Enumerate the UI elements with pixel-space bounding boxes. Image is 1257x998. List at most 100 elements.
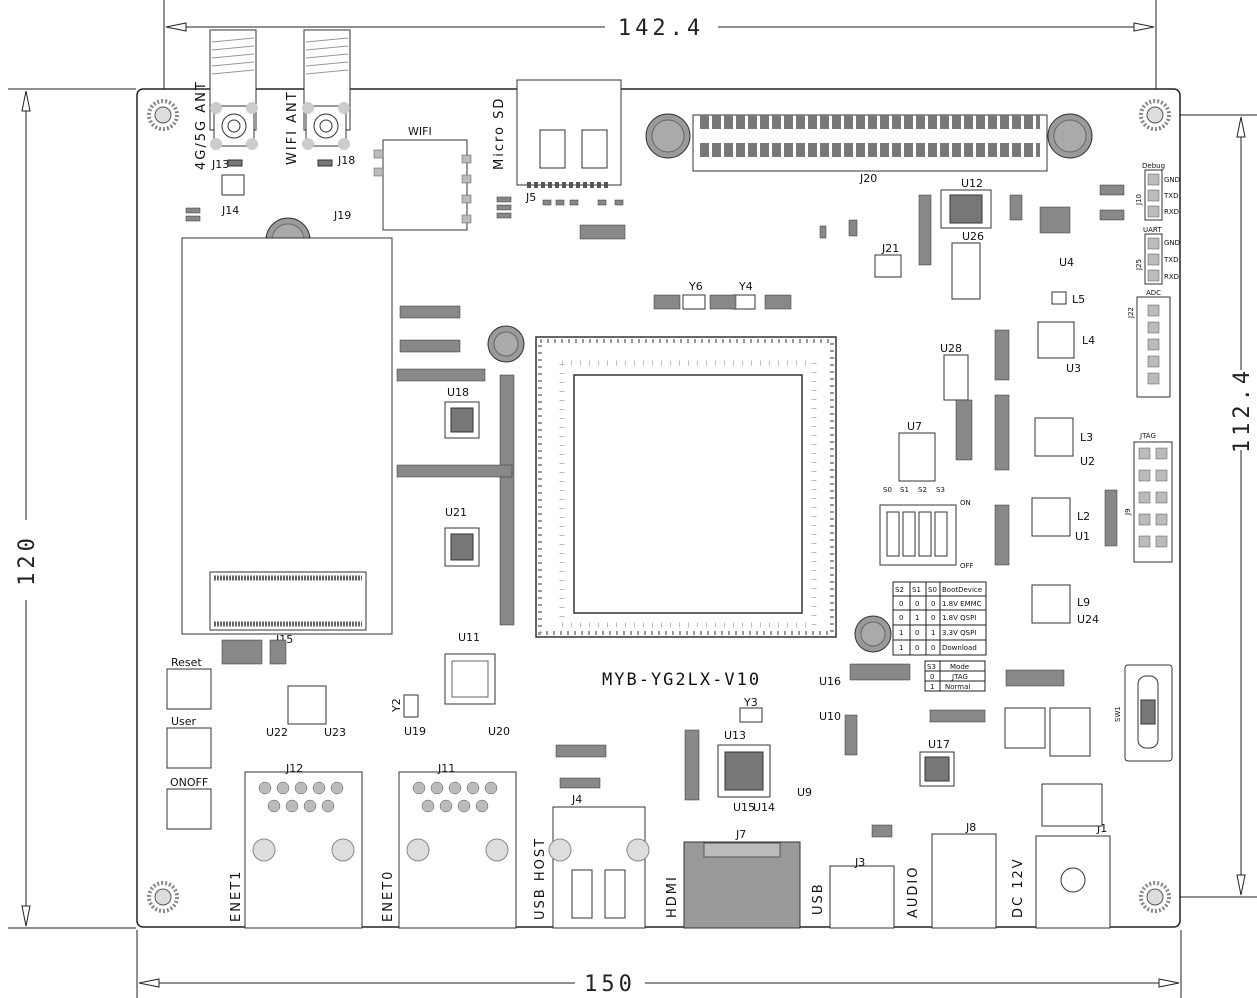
ic-u26 — [951, 242, 981, 300]
ethernet-jack-j11 — [398, 771, 517, 929]
boot-header-device: BootDevice — [942, 586, 982, 594]
boot-header-s0: S0 — [928, 586, 937, 594]
boot-cell: 1 — [899, 629, 903, 637]
boot-cell: 0 — [899, 600, 903, 608]
mounting-hole-br — [1139, 881, 1171, 913]
ethernet-jack-j12 — [244, 771, 363, 929]
designator-y6: Y6 — [688, 280, 703, 293]
designator-u11: U11 — [458, 631, 480, 644]
micro-sd-slot — [516, 79, 622, 188]
dimension-top: 142.4 — [163, 0, 1157, 90]
boot-cell: 1 — [915, 614, 919, 622]
dimension-top-value: 142.4 — [618, 16, 704, 41]
uart-pin-gnd: GND — [1164, 239, 1180, 247]
designator-u12: U12 — [961, 177, 983, 190]
designator-l3: L3 — [1080, 431, 1093, 444]
label-sw1: SW1 — [1114, 706, 1122, 722]
designator-y4: Y4 — [738, 280, 753, 293]
passive-components — [185, 184, 1125, 838]
boot-cell: 0 — [915, 600, 919, 608]
label-hdmi: HDMI — [665, 875, 680, 918]
standoff-3 — [645, 113, 691, 159]
designator-j9: J9 — [1124, 508, 1132, 516]
label-adc: ADC — [1146, 289, 1161, 297]
boot-cell: 1 — [931, 629, 935, 637]
boot-cell: 3.3V QSPI — [942, 629, 976, 637]
label-audio: AUDIO — [906, 866, 921, 919]
designator-u28: U28 — [940, 342, 962, 355]
dimension-bottom: 150 — [136, 930, 1182, 998]
designator-j1: J1 — [1096, 822, 1107, 835]
designator-u3: U3 — [1066, 362, 1081, 375]
label-user: User — [171, 715, 197, 728]
label-enet0: ENET0 — [381, 870, 396, 922]
boot-header-s2: S2 — [895, 586, 904, 594]
slide-switch-sw1 — [1124, 664, 1173, 762]
designator-j11: J11 — [437, 762, 455, 775]
designator-y3: Y3 — [743, 696, 758, 709]
designator-l2: L2 — [1077, 510, 1090, 523]
designator-u9: U9 — [797, 786, 812, 799]
dimension-left-value: 120 — [15, 534, 40, 586]
designator-j14: J14 — [221, 204, 239, 217]
designator-l4: L4 — [1082, 334, 1095, 347]
designator-u15: U15 — [733, 801, 755, 814]
designator-u10: U10 — [819, 710, 841, 723]
dimension-right: 112.4 — [1170, 114, 1257, 898]
designator-s2: S2 — [918, 486, 927, 494]
designator-u18: U18 — [447, 386, 469, 399]
dip-label-off: OFF — [960, 562, 974, 570]
usb-host-jack-j4 — [548, 806, 650, 929]
mode-cell: Normal — [945, 683, 970, 691]
wifi-module — [373, 139, 472, 231]
standoff-6 — [854, 615, 892, 653]
designator-j22: J22 — [1127, 307, 1135, 319]
mounting-hole-bl — [147, 881, 179, 913]
standoff-4 — [1047, 113, 1093, 159]
dc-jack-j1 — [1035, 835, 1111, 929]
debug-pin-txd: TXD — [1163, 192, 1178, 200]
label-uart: UART — [1143, 226, 1162, 234]
designator-s0: S0 — [883, 486, 892, 494]
label-debug: Debug — [1142, 162, 1165, 170]
dimension-bottom-value: 150 — [584, 972, 636, 997]
designator-u23: U23 — [324, 726, 346, 739]
designator-j19: J19 — [333, 209, 351, 222]
ic-u21 — [444, 527, 480, 567]
mode-cell: 0 — [930, 673, 934, 681]
designator-s1: S1 — [900, 486, 909, 494]
antenna-connector-wifi — [302, 29, 351, 150]
ic-u18 — [444, 401, 480, 439]
m2-connector-j15 — [209, 571, 367, 631]
designator-j20: J20 — [859, 172, 877, 185]
boot-header-s1: S1 — [912, 586, 921, 594]
antenna-connector-4g — [209, 29, 258, 150]
board-title: MYB-YG2LX-V10 — [602, 670, 761, 690]
designator-u4: U4 — [1059, 256, 1074, 269]
boot-cell: 0 — [931, 614, 935, 622]
mode-cell: 1 — [930, 683, 934, 691]
designator-u1: U1 — [1075, 530, 1090, 543]
designator-j12: J12 — [285, 762, 303, 775]
designator-u7: U7 — [907, 420, 922, 433]
label-4g-ant: 4G/5G ANT — [194, 80, 209, 170]
dip-switch — [879, 504, 957, 566]
boot-cell: Download — [942, 644, 977, 652]
mounting-hole-tr — [1139, 99, 1171, 131]
designator-j7: J7 — [735, 828, 746, 841]
ic-u11 — [444, 653, 496, 705]
designator-j5: J5 — [525, 191, 536, 204]
dimension-right-value: 112.4 — [1230, 367, 1255, 453]
boot-cell: 0 — [915, 644, 919, 652]
usb-jack-j3 — [829, 865, 895, 929]
label-onoff: ONOFF — [170, 776, 208, 789]
label-wifi: WIFI — [408, 125, 432, 138]
boot-cell: 1.8V EMMC — [942, 600, 982, 608]
label-jtag: JTAG — [1139, 432, 1156, 440]
designator-u24: U24 — [1077, 613, 1099, 626]
mode-header-mode: Mode — [950, 663, 969, 671]
debug-pin-rxd: RXD — [1164, 208, 1179, 216]
label-dc-12v: DC 12V — [1011, 857, 1026, 918]
